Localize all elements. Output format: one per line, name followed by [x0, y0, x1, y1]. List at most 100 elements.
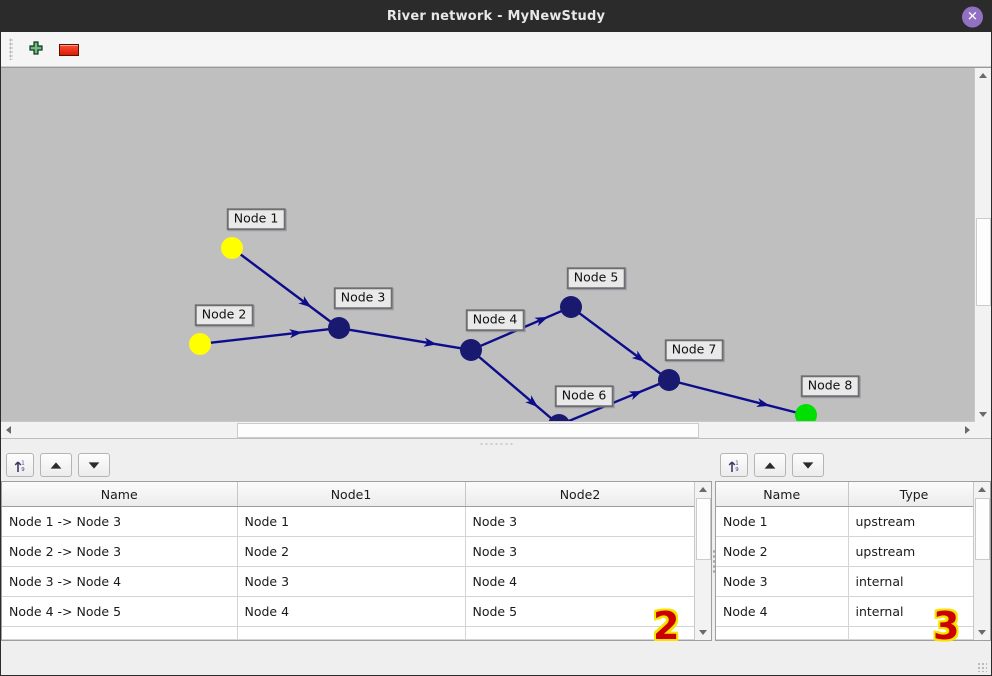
network-canvas[interactable]: Node 1 Node 2 Node 3 Node 4 Node 5 Node 6 Node… [1, 68, 975, 422]
node-label[interactable]: Node 2 [194, 304, 254, 326]
diagram-vertical-scrollbar[interactable] [974, 68, 991, 422]
nodes-scroll-down-button[interactable] [974, 625, 989, 640]
diagram-horizontal-scrollbar[interactable] [1, 421, 975, 438]
graph-edge[interactable] [477, 355, 553, 420]
links-sort-button[interactable]: 1 9 [6, 453, 34, 477]
nodes-column-header[interactable]: Type [848, 482, 981, 507]
node-label[interactable]: Node 6 [554, 385, 614, 407]
nodes-move-down-button[interactable] [792, 453, 824, 477]
links-vertical-scrollbar[interactable] [694, 482, 711, 640]
nodes-cell[interactable] [848, 626, 981, 640]
graph-edge[interactable] [209, 327, 330, 345]
links-cell[interactable]: Node 4 [237, 596, 466, 627]
links-cell[interactable] [2, 626, 238, 640]
svg-text:1: 1 [735, 460, 738, 466]
nodes-cell[interactable]: Node 2 [716, 536, 849, 567]
nodes-sort-button[interactable]: 1 9 [720, 453, 748, 477]
node-label[interactable]: Node 7 [664, 339, 724, 361]
links-cell[interactable] [465, 626, 696, 640]
graph-edge[interactable] [567, 382, 661, 422]
links-cell[interactable]: Node 3 -> Node 4 [2, 566, 238, 597]
links-cell[interactable]: Node 3 [237, 566, 466, 597]
nodes-scroll-thumb[interactable] [975, 498, 990, 560]
graph-edge[interactable] [678, 381, 797, 414]
chevron-down-icon [698, 630, 707, 635]
graph-node[interactable] [328, 317, 350, 339]
links-cell[interactable]: Node 2 -> Node 3 [2, 536, 238, 567]
graph-node[interactable] [189, 333, 211, 355]
links-cell[interactable] [237, 626, 466, 640]
nodes-cell[interactable] [716, 626, 849, 640]
node-label[interactable]: Node 1 [226, 208, 286, 230]
node-label[interactable]: Node 4 [465, 309, 525, 331]
add-node-button[interactable] [25, 38, 47, 60]
links-scroll-up-button[interactable] [695, 482, 710, 497]
node-label[interactable]: Node 3 [333, 287, 393, 309]
nodes-column-header[interactable]: Name [716, 482, 849, 507]
graph-edge[interactable] [578, 312, 662, 375]
graph-node[interactable] [221, 237, 243, 259]
graph-edge[interactable] [348, 328, 462, 350]
arrow-up-icon [764, 461, 776, 469]
nodes-cell[interactable]: Node 3 [716, 566, 849, 597]
edge-arrow-icon [534, 316, 549, 327]
links-move-up-button[interactable] [40, 453, 72, 477]
node-label[interactable]: Node 8 [800, 375, 860, 397]
scroll-right-button[interactable] [960, 422, 975, 437]
graph-node[interactable] [460, 339, 482, 361]
close-icon[interactable]: ✕ [962, 6, 983, 27]
links-scroll-down-button[interactable] [695, 625, 710, 640]
nodes-scroll-up-button[interactable] [974, 482, 989, 497]
graph-node[interactable] [560, 296, 582, 318]
nodes-cell[interactable]: Node 4 [716, 596, 849, 627]
links-column-header[interactable]: Node1 [237, 482, 466, 507]
nodes-cell[interactable]: upstream [848, 506, 981, 537]
links-scroll-thumb[interactable] [696, 498, 711, 560]
table-row[interactable] [2, 626, 696, 640]
nodes-vertical-scrollbar[interactable] [973, 482, 990, 640]
node-label[interactable]: Node 5 [566, 267, 626, 289]
links-column-header[interactable]: Node2 [465, 482, 696, 507]
table-row[interactable] [716, 626, 981, 640]
vertical-scroll-thumb[interactable] [976, 218, 991, 306]
resize-grip[interactable] [977, 662, 987, 672]
links-cell[interactable]: Node 4 -> Node 5 [2, 596, 238, 627]
links-cell[interactable]: Node 1 -> Node 3 [2, 506, 238, 537]
links-column-header[interactable]: Name [2, 482, 238, 507]
scroll-up-button[interactable] [975, 68, 990, 83]
links-cell[interactable]: Node 5 [465, 596, 696, 627]
nodes-cell[interactable]: upstream [848, 536, 981, 567]
toolbar-grip[interactable] [9, 38, 13, 60]
horizontal-scroll-thumb[interactable] [237, 423, 699, 438]
links-cell[interactable]: Node 2 [237, 536, 466, 567]
graph-node[interactable] [795, 404, 817, 422]
links-cell[interactable]: Node 4 [465, 566, 696, 597]
links-cell[interactable]: Node 3 [465, 506, 696, 537]
network-diagram-panel[interactable]: Node 1 Node 2 Node 3 Node 4 Node 5 Node 6 Node… [1, 67, 991, 438]
scroll-down-button[interactable] [975, 407, 990, 422]
vertical-splitter[interactable] [712, 449, 715, 675]
scroll-left-button[interactable] [1, 422, 16, 437]
graph-node[interactable] [658, 369, 680, 391]
delete-node-button[interactable] [57, 38, 79, 60]
nodes-cell[interactable]: internal [848, 566, 981, 597]
nodes-move-up-button[interactable] [754, 453, 786, 477]
links-cell[interactable]: Node 3 [465, 536, 696, 567]
graph-edge[interactable] [239, 253, 332, 323]
nodes-cell[interactable]: internal [848, 596, 981, 627]
graph-node[interactable] [548, 414, 570, 422]
nodes-cell[interactable]: Node 1 [716, 506, 849, 537]
links-move-down-button[interactable] [78, 453, 110, 477]
horizontal-splitter[interactable] [1, 438, 991, 449]
links-cell[interactable]: Node 1 [237, 506, 466, 537]
